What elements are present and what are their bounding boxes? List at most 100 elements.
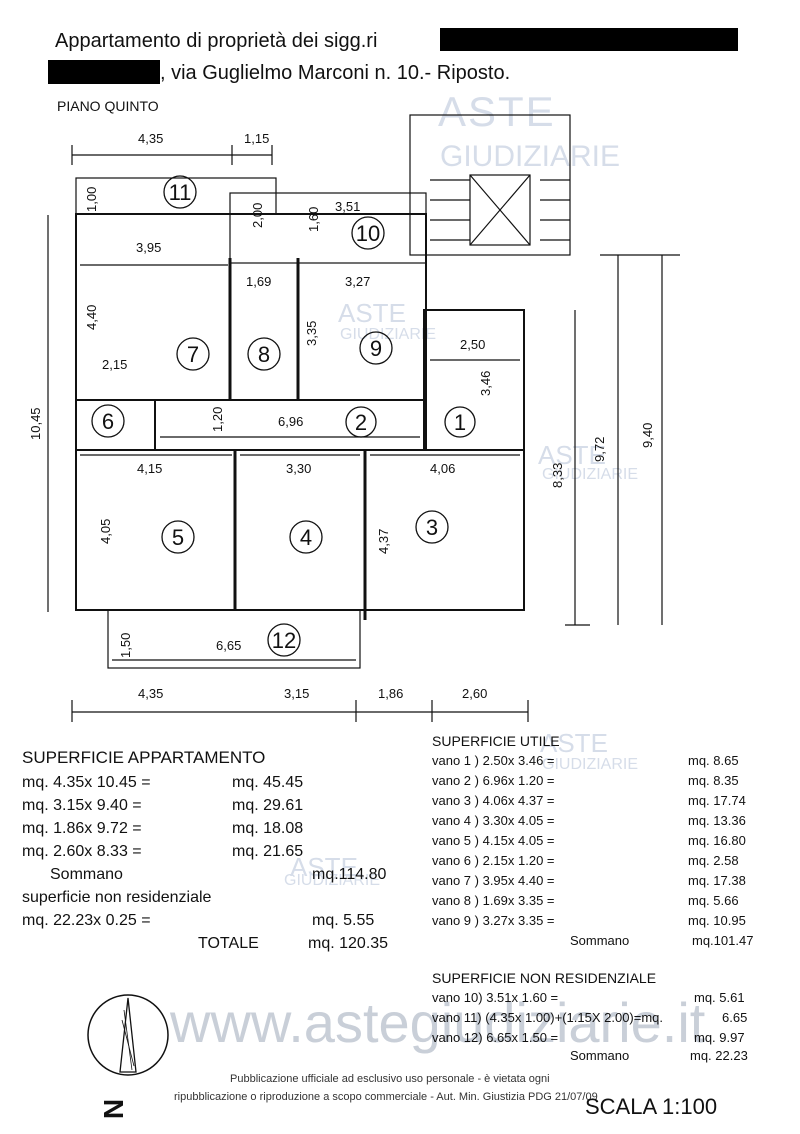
dimension-label: 1,60 [306, 207, 321, 232]
calc-row: vano 4 ) 3.30x 4.05 = [432, 813, 555, 828]
dimension-label: 2,15 [102, 357, 127, 372]
calc-result: mq. 17.74 [688, 793, 746, 808]
document-title-line2: , via Guglielmo Marconi n. 10.- Riposto. [160, 62, 511, 84]
watermark-brand: ASTE [540, 728, 608, 758]
floor-label: PIANO QUINTO [57, 98, 159, 114]
calc-result: mq. 5.66 [688, 893, 739, 908]
dimension-label: 3,51 [335, 199, 360, 214]
redaction-bar [48, 60, 160, 84]
calc-row: mq. 2.60x 8.33 = [22, 843, 142, 860]
section-title: SUPERFICIE UTILE [432, 733, 560, 749]
dimension-label: 1,00 [84, 187, 99, 212]
dimension-label: 8,33 [550, 463, 565, 488]
room-number: 1 [454, 410, 466, 435]
calc-result: mq. 45.45 [232, 774, 304, 791]
watermark-brand: ASTE [290, 852, 358, 882]
calc-row: mq. 3.15x 9.40 = [22, 797, 142, 814]
dimension-label: 3,35 [304, 321, 319, 346]
room-number: 8 [258, 342, 270, 367]
calc-result: mq. 9.97 [694, 1030, 745, 1045]
section-title: SUPERFICIE APPARTAMENTO [22, 748, 266, 767]
non-res-calc: mq. 22.23x 0.25 = [22, 912, 151, 929]
calc-result: mq. 8.35 [688, 773, 739, 788]
room-number: 9 [370, 336, 382, 361]
watermark-brand: ASTE [338, 298, 406, 328]
calc-row: vano 7 ) 3.95x 4.40 = [432, 873, 555, 888]
room-number: 5 [172, 525, 184, 550]
watermark-brand: GIUDIZIARIE [440, 140, 621, 173]
calc-result: mq. 13.36 [688, 813, 746, 828]
calc-result: mq. 10.95 [688, 913, 746, 928]
calc-row: mq. 4.35x 10.45 = [22, 774, 151, 791]
watermark-brand: GIUDIZIARIE [284, 872, 381, 889]
calc-result: mq. 17.38 [688, 873, 746, 888]
dimension-label: 4,05 [98, 519, 113, 544]
calc-row: vano 12) 6.65x 1.50 = [432, 1030, 559, 1045]
calc-row: vano 3 ) 4.06x 4.37 = [432, 793, 555, 808]
calc-result: mq. 18.08 [232, 820, 304, 837]
dimension-label: 4,40 [84, 305, 99, 330]
dimension-label: 10,45 [28, 407, 43, 440]
sommano-label: Sommano [570, 933, 630, 948]
room-number: 6 [102, 409, 114, 434]
room-number: 3 [426, 515, 438, 540]
room-number: 11 [169, 180, 192, 205]
dimension-label: 2,60 [462, 686, 487, 701]
dimension-label: 1,20 [210, 407, 225, 432]
calc-result: mq. 5.61 [694, 990, 745, 1005]
calc-result: mq. 2.58 [688, 853, 739, 868]
calc-row: vano 2 ) 6.96x 1.20 = [432, 773, 555, 788]
calc-result: mq. 16.80 [688, 833, 746, 848]
watermark-brand: GIUDIZIARIE [542, 756, 639, 773]
sommano-value: mq.114.80 [312, 866, 387, 883]
dimension-label: 3,95 [136, 240, 161, 255]
non-res-value: mq. 5.55 [312, 912, 375, 929]
calc-row: mq. 1.86x 9.72 = [22, 820, 142, 837]
sommano-value: mq.101.47 [692, 933, 754, 948]
section-title: SUPERFICIE NON RESIDENZIALE [432, 970, 657, 986]
dimension-label: 3,27 [345, 274, 370, 289]
floor-plan: 1 2 3 4 5 6 7 8 9 10 11 12 4,35 1,15 3,5… [28, 114, 680, 722]
dimension-label: 2,50 [460, 337, 485, 352]
dimension-label: 1,86 [378, 686, 403, 701]
calc-row: vano 6 ) 2.15x 1.20 = [432, 853, 555, 868]
calc-result: 6.65 [722, 1010, 748, 1025]
calc-row: vano 11) (4.35x 1.00)+(1.15X 2.00)=mq. [432, 1010, 664, 1025]
calc-row: vano 9 ) 3.27x 3.35 = [432, 913, 555, 928]
dimension-label: 6,65 [216, 638, 241, 653]
dimension-label: 3,15 [284, 686, 309, 701]
watermark-url: www.astegiudiziarie.it [170, 991, 706, 1054]
non-res-title: superficie non residenziale [22, 889, 212, 906]
dimension-label: 4,15 [137, 461, 162, 476]
calc-row: vano 10) 3.51x 1.60 = [432, 990, 559, 1005]
dimension-label: 3,30 [286, 461, 311, 476]
scale-label: SCALA 1:100 [585, 1094, 718, 1119]
calc-result: mq. 29.61 [232, 797, 304, 814]
calc-row: vano 8 ) 1.69x 3.35 = [432, 893, 555, 908]
watermark-brand: ASTE [438, 88, 556, 135]
dimension-label: 4,06 [430, 461, 455, 476]
footer-note: ripubblicazione o riproduzione a scopo c… [174, 1091, 598, 1103]
calc-row: vano 1 ) 2.50x 3.46 = [432, 753, 555, 768]
calc-result: mq. 21.65 [232, 843, 304, 860]
totale-value: mq. 120.35 [308, 935, 389, 952]
dimension-label: 4,35 [138, 131, 163, 146]
watermark-brand: GIUDIZIARIE [340, 326, 437, 343]
redaction-bar [440, 28, 738, 51]
room-number: 10 [356, 221, 380, 246]
watermark-brand: ASTE [538, 440, 606, 470]
room-number: 4 [300, 525, 312, 550]
room-number: 7 [187, 342, 199, 367]
calc-result: mq. 8.65 [688, 753, 739, 768]
north-label: N [98, 1098, 130, 1120]
sommano-label: Sommano [570, 1048, 630, 1063]
watermark-brand: GIUDIZIARIE [542, 466, 639, 483]
totale-label: TOTALE [198, 935, 259, 952]
room-number: 2 [355, 410, 367, 435]
footer-note: Pubblicazione ufficiale ad esclusivo uso… [230, 1073, 550, 1085]
dimension-label: 4,37 [376, 529, 391, 554]
dimension-label: 9,72 [592, 437, 607, 462]
north-arrow-icon [87, 994, 169, 1076]
document-title-line1: Appartamento di proprietà dei sigg.ri [55, 30, 378, 52]
sommano-value: mq. 22.23 [690, 1048, 748, 1063]
